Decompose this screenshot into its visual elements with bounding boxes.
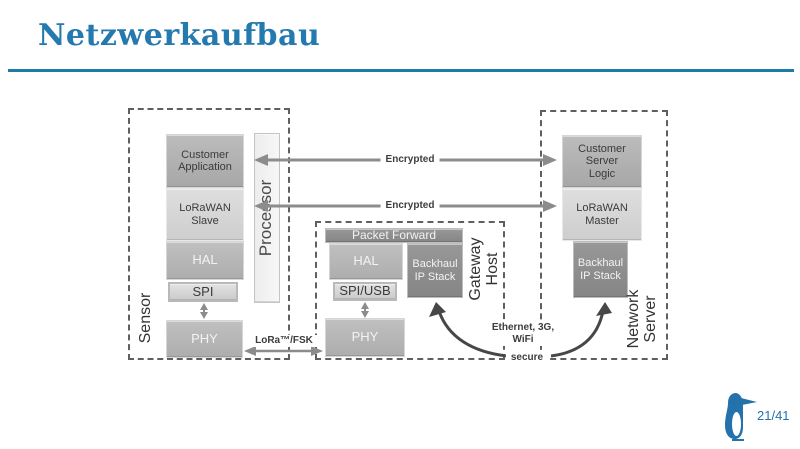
- gateway-host-label: Gateway Host: [467, 237, 501, 301]
- processor-label: Processor: [256, 179, 275, 257]
- gateway-backhaul-ip-stack-box: Backhaul IP Stack: [407, 243, 463, 298]
- backhaul-media-label: Ethernet, 3G, WiFi: [486, 322, 560, 346]
- packet-forward-box: Packet Forward: [325, 228, 463, 243]
- sensor-hal-box: HAL: [166, 241, 244, 280]
- sensor-spi-box: SPI: [168, 282, 238, 302]
- page-number: 21/41: [757, 408, 790, 423]
- lorawan-slave-box: LoRaWAN Slave: [166, 188, 244, 241]
- encrypted-mac-label: Encrypted: [380, 200, 440, 212]
- customer-application-box: Customer Application: [166, 134, 244, 188]
- penguin-logo-icon: [725, 393, 757, 441]
- sensor-phy-box: PHY: [166, 320, 243, 358]
- gateway-hal-box: HAL: [329, 243, 403, 280]
- page-title: Netzwerkaufbau: [38, 18, 321, 53]
- network-server-label: Network Server: [625, 289, 659, 349]
- gateway-phy-box: PHY: [325, 318, 405, 357]
- lorawan-master-box: LoRaWAN Master: [562, 188, 642, 241]
- network-server-group-border: [540, 110, 668, 360]
- network-backhaul-ip-stack-box: Backhaul IP Stack: [573, 241, 628, 298]
- secure-label: secure: [505, 352, 549, 364]
- customer-server-logic-box: Customer Server Logic: [562, 135, 642, 188]
- encrypted-app-label: Encrypted: [380, 154, 440, 166]
- gateway-spi-usb-box: SPI/USB: [333, 282, 397, 301]
- gateway-group-border: [315, 221, 505, 360]
- sensor-label: Sensor: [137, 292, 154, 344]
- title-rule: [8, 69, 794, 72]
- radio-link-label: LoRa™/FSK: [250, 335, 318, 347]
- sensor-group-border: [128, 108, 290, 360]
